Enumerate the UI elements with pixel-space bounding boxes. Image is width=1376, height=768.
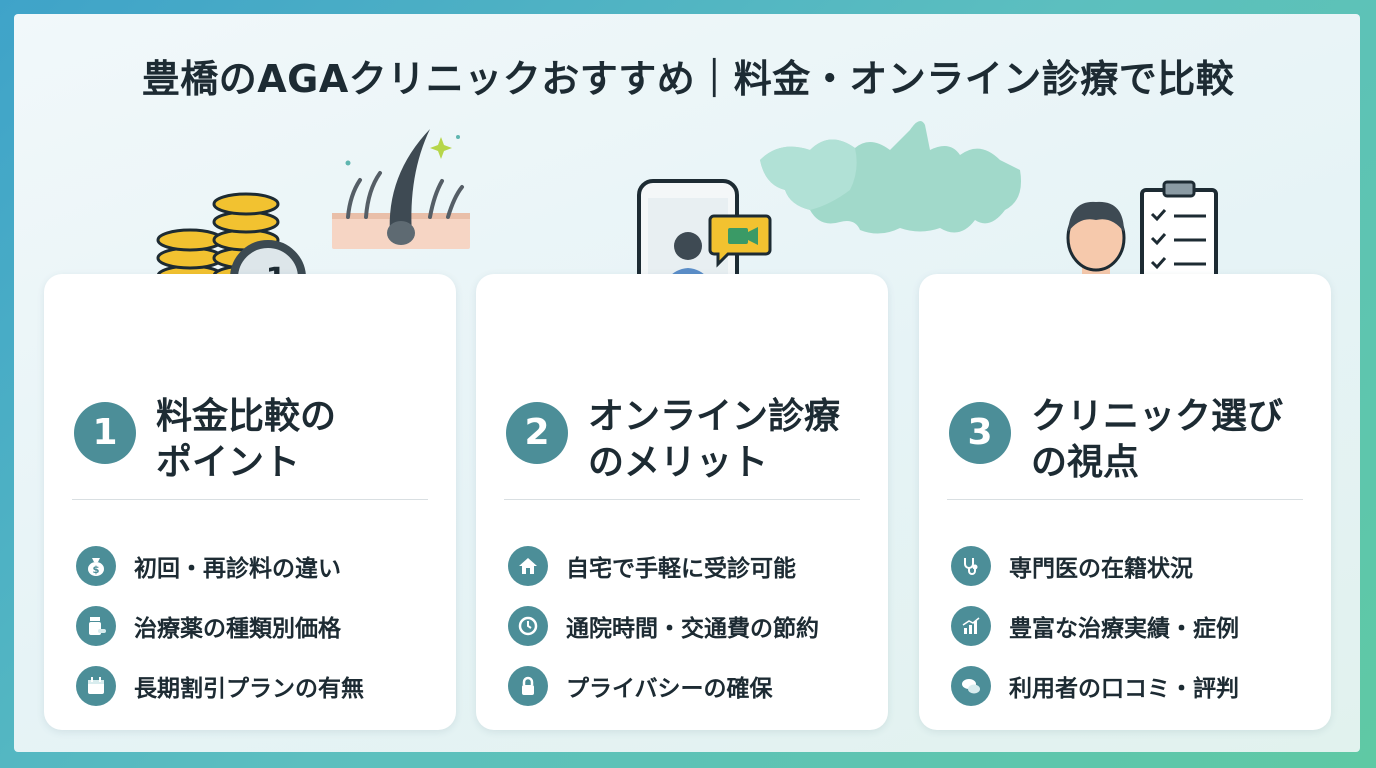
list-item-label: 専門医の在籍状況 bbox=[1009, 556, 1193, 582]
medicine-bottle-icon bbox=[76, 606, 116, 646]
card-clinic-selection: 3 クリニック選び の視点 専門医の在籍状況 豊富な治療実績・症例 利用者の口コ… bbox=[919, 274, 1331, 730]
hair-follicle-icon bbox=[332, 129, 470, 249]
svg-text:$: $ bbox=[93, 565, 100, 576]
clock-icon bbox=[508, 606, 548, 646]
list-item: 豊富な治療実績・症例 bbox=[951, 596, 1239, 656]
lock-icon bbox=[508, 666, 548, 706]
list-item-label: 通院時間・交通費の節約 bbox=[566, 616, 819, 642]
list-item-label: 豊富な治療実績・症例 bbox=[1009, 616, 1239, 642]
card-online-consultation: 2 オンライン診療 のメリット 自宅で手軽に受診可能 通院時間・交通費の節約 プ… bbox=[476, 274, 888, 730]
list-item-label: 自宅で手軽に受診可能 bbox=[566, 556, 796, 582]
card-number: 2 bbox=[506, 402, 568, 464]
card-heading: クリニック選び の視点 bbox=[1031, 394, 1321, 486]
money-bag-icon: $ bbox=[76, 546, 116, 586]
list-item: 専門医の在籍状況 bbox=[951, 536, 1239, 596]
card-items: 専門医の在籍状況 豊富な治療実績・症例 利用者の口コミ・評判 bbox=[951, 536, 1239, 716]
card-price-comparison: 1 料金比較の ポイント $ 初回・再診料の違い 治療薬の種類別価格 長期割引プ… bbox=[44, 274, 456, 730]
card-heading-line1: 料金比較の bbox=[156, 396, 337, 437]
page-title: 豊橋のAGAクリニックおすすめ｜料金・オンライン診療で比較 bbox=[141, 57, 1235, 101]
list-item: 治療薬の種類別価格 bbox=[76, 596, 364, 656]
list-item: 自宅で手軽に受診可能 bbox=[508, 536, 819, 596]
list-item-label: 初回・再診料の違い bbox=[134, 556, 341, 582]
divider bbox=[504, 499, 860, 500]
list-item: プライバシーの確保 bbox=[508, 656, 819, 716]
map-illustration bbox=[760, 121, 1021, 234]
divider bbox=[947, 499, 1303, 500]
card-heading-line2: の視点 bbox=[1031, 442, 1140, 483]
list-item: 通院時間・交通費の節約 bbox=[508, 596, 819, 656]
home-icon bbox=[508, 546, 548, 586]
chat-bubbles-icon bbox=[951, 666, 991, 706]
divider bbox=[72, 499, 428, 500]
card-items: 自宅で手軽に受診可能 通院時間・交通費の節約 プライバシーの確保 bbox=[508, 536, 819, 716]
chart-icon bbox=[951, 606, 991, 646]
card-heading-line2: ポイント bbox=[156, 442, 301, 483]
list-item: 利用者の口コミ・評判 bbox=[951, 656, 1239, 716]
list-item: $ 初回・再診料の違い bbox=[76, 536, 364, 596]
card-heading: オンライン診療 のメリット bbox=[588, 394, 878, 486]
card-heading: 料金比較の ポイント bbox=[156, 394, 446, 486]
list-item-label: 利用者の口コミ・評判 bbox=[1009, 676, 1239, 702]
card-number: 3 bbox=[949, 402, 1011, 464]
card-heading-line2: のメリット bbox=[588, 442, 769, 483]
stethoscope-icon bbox=[951, 546, 991, 586]
list-item-label: 長期割引プランの有無 bbox=[134, 676, 364, 702]
card-heading-line1: クリニック選び bbox=[1031, 396, 1284, 437]
card-items: $ 初回・再診料の違い 治療薬の種類別価格 長期割引プランの有無 bbox=[76, 536, 364, 716]
calendar-icon bbox=[76, 666, 116, 706]
list-item-label: 治療薬の種類別価格 bbox=[134, 616, 341, 642]
card-number: 1 bbox=[74, 402, 136, 464]
list-item: 長期割引プランの有無 bbox=[76, 656, 364, 716]
list-item-label: プライバシーの確保 bbox=[566, 676, 773, 702]
card-heading-line1: オンライン診療 bbox=[588, 396, 841, 437]
